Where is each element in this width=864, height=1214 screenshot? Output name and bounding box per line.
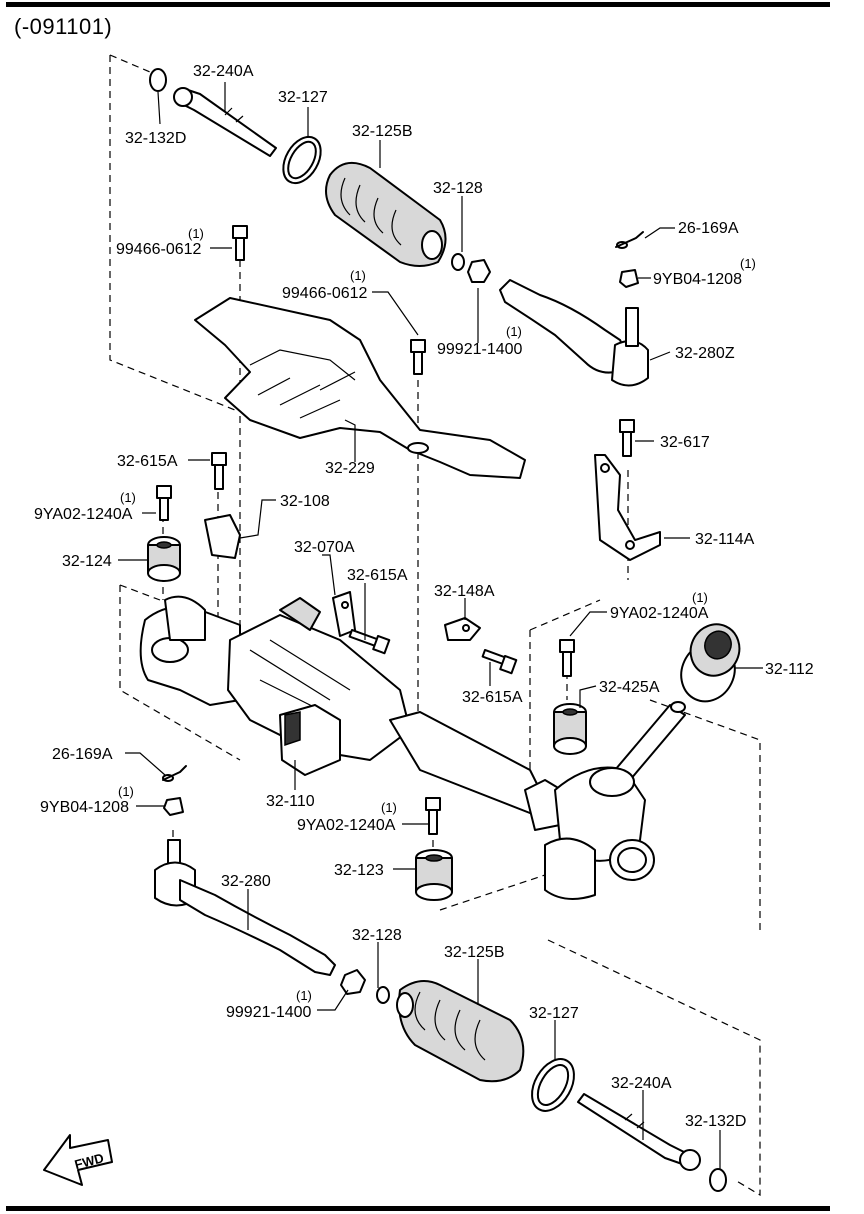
qty-9YA02-left: (1) — [120, 490, 136, 505]
label-32-125B-top: 32-125B — [352, 123, 413, 140]
snap-ring-top — [149, 68, 167, 92]
label-99921-top: 99921-1400 — [437, 341, 523, 358]
label-32-615A-low: 32-615A — [462, 689, 523, 706]
label-32-123: 32-123 — [334, 862, 384, 879]
steering-gear-assembly — [139, 595, 686, 900]
label-32-125B-low: 32-125B — [444, 944, 505, 961]
label-32-617: 32-617 — [660, 434, 710, 451]
boot-clamp-low — [531, 1058, 575, 1112]
bracket-32-070A — [332, 591, 356, 637]
qty-9YA02-low: (1) — [381, 800, 397, 815]
tie-rod-end-right — [499, 279, 649, 387]
label-32-425A: 32-425A — [599, 679, 660, 696]
label-32-615A-left: 32-615A — [117, 453, 178, 470]
top-border — [6, 2, 830, 7]
label-32-070A: 32-070A — [294, 539, 355, 556]
castle-nut-low — [163, 797, 184, 816]
label-32-128-top: 32-128 — [433, 180, 483, 197]
label-32-229: 32-229 — [325, 460, 375, 477]
lock-nut-top — [467, 259, 491, 283]
inner-tie-rod-top — [173, 87, 277, 157]
bolt-9YA02-low — [425, 797, 441, 835]
bolt-99466-left — [232, 225, 248, 261]
boot-clamp-small-low — [376, 986, 390, 1004]
forward-direction-icon: FWD — [43, 1134, 113, 1186]
rack-boot-top — [325, 161, 447, 267]
label-26-169A-top: 26-169A — [678, 220, 739, 237]
bracket-32-108 — [204, 514, 241, 559]
label-9YA02-right: 9YA02-1240A — [610, 605, 709, 622]
castle-nut-top — [619, 269, 639, 288]
label-32-127-low: 32-127 — [529, 1005, 579, 1022]
bolt-32-615A-low — [481, 649, 518, 675]
bottom-border — [6, 1206, 830, 1211]
qty-99466-mid: (1) — [350, 268, 366, 283]
leader-lines — [118, 82, 763, 1170]
bracket-32-114A — [594, 454, 661, 561]
label-32-148A: 32-148A — [434, 583, 495, 600]
snap-ring-low — [709, 1168, 727, 1192]
label-32-128-low: 32-128 — [352, 927, 402, 944]
label-32-615A-mid: 32-615A — [347, 567, 408, 584]
fwd-label: FWD — [73, 1150, 105, 1172]
label-32-280: 32-280 — [221, 873, 271, 890]
label-32-132D-low: 32-132D — [685, 1113, 746, 1130]
mount-bushing-32-425A — [553, 703, 587, 755]
qty-99921-top: (1) — [506, 324, 522, 339]
heat-shield — [194, 297, 526, 479]
label-26-169A-low: 26-169A — [52, 746, 113, 763]
lock-nut-low — [340, 969, 366, 995]
label-9YB04-top: 9YB04-1208 — [653, 271, 742, 288]
qty-9YB04-top: (1) — [740, 256, 756, 271]
qty-9YA02-right: (1) — [692, 590, 708, 605]
label-99466-left: 99466-0612 — [116, 241, 202, 258]
label-32-110: 32-110 — [266, 793, 315, 810]
bolt-32-615A-mid — [348, 629, 391, 655]
inner-tie-rod-low — [577, 1093, 701, 1171]
tie-rod-end-left — [154, 839, 336, 976]
label-32-108: 32-108 — [280, 493, 330, 510]
label-9YA02-left: 9YA02-1240A — [34, 506, 133, 523]
label-9YA02-low: 9YA02-1240A — [297, 817, 396, 834]
label-32-240A-low: 32-240A — [611, 1075, 672, 1092]
qty-99466-left: (1) — [188, 226, 204, 241]
rack-boot-low — [396, 980, 525, 1083]
mount-bushing-32-123 — [415, 849, 453, 901]
qty-9YB04-low: (1) — [118, 784, 134, 799]
pinion-seal-32-112 — [680, 623, 741, 703]
bolt-99466-mid — [410, 339, 426, 375]
label-32-114A: 32-114A — [695, 531, 755, 548]
callout-labels: 32-240A 32-132D 32-127 32-125B 32-128 26… — [34, 63, 814, 1130]
cotter-pin-top — [615, 231, 644, 249]
mount-bushing-32-124 — [147, 536, 181, 582]
qty-99921-low: (1) — [296, 988, 312, 1003]
bolt-9YA02-left — [156, 485, 172, 521]
label-32-124: 32-124 — [62, 553, 112, 570]
bracket-32-148A — [444, 617, 481, 641]
serial-range-header: (-091101) — [14, 14, 113, 39]
label-99466-mid: 99466-0612 — [282, 285, 368, 302]
boot-clamp-small-top — [451, 253, 465, 271]
label-32-132D-top: 32-132D — [125, 130, 186, 147]
label-32-280Z: 32-280Z — [675, 345, 735, 362]
bolt-32-617 — [619, 419, 635, 457]
bolt-9YA02-right — [559, 639, 575, 677]
label-32-127-top: 32-127 — [278, 89, 328, 106]
label-99921-low: 99921-1400 — [226, 1004, 312, 1021]
boot-clamp-top — [282, 135, 322, 185]
label-32-240A-top: 32-240A — [193, 63, 254, 80]
cotter-pin-low — [162, 765, 187, 782]
label-32-112: 32-112 — [765, 661, 814, 678]
label-9YB04-low: 9YB04-1208 — [40, 799, 129, 816]
bolt-32-615A-left — [211, 452, 227, 490]
